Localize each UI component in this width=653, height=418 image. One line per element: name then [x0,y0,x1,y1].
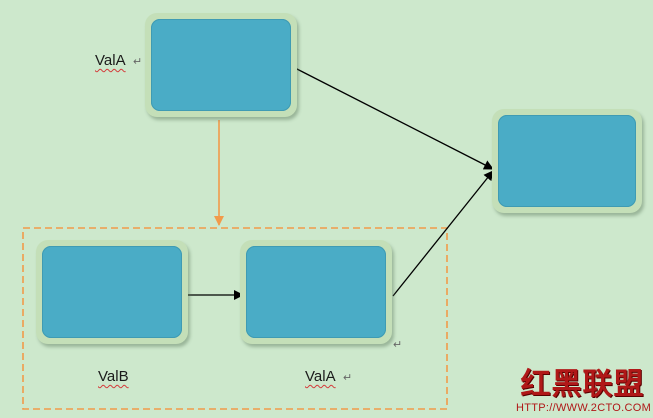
label-bottom-right-node: ValA [305,368,336,385]
label-top-node: ValA [95,52,126,69]
paragraph-mark-icon: ↵ [393,339,403,351]
watermark-title: 红黑联盟 [520,367,645,402]
watermark: 红黑联盟 HTTP://WWW.2CTO.COM [512,368,653,418]
node-right-fill [498,115,636,207]
arrow-bottom-to-right [392,170,494,297]
arrow-top-to-right [292,66,494,170]
node-top[interactable] [145,13,297,117]
group-dashed-outline [22,227,448,410]
node-top-fill [151,19,291,111]
node-bottom-right[interactable] [240,240,392,344]
node-bottom-right-fill [246,246,386,338]
node-bottom-left-fill [42,246,182,338]
watermark-url: HTTP://WWW.2CTO.COM [516,402,652,414]
label-bottom-left-node: ValB [98,368,129,385]
node-bottom-left[interactable] [36,240,188,344]
paragraph-mark-icon: ↵ [133,56,143,68]
node-right[interactable] [492,109,642,213]
paragraph-mark-icon: ↵ [343,372,353,384]
